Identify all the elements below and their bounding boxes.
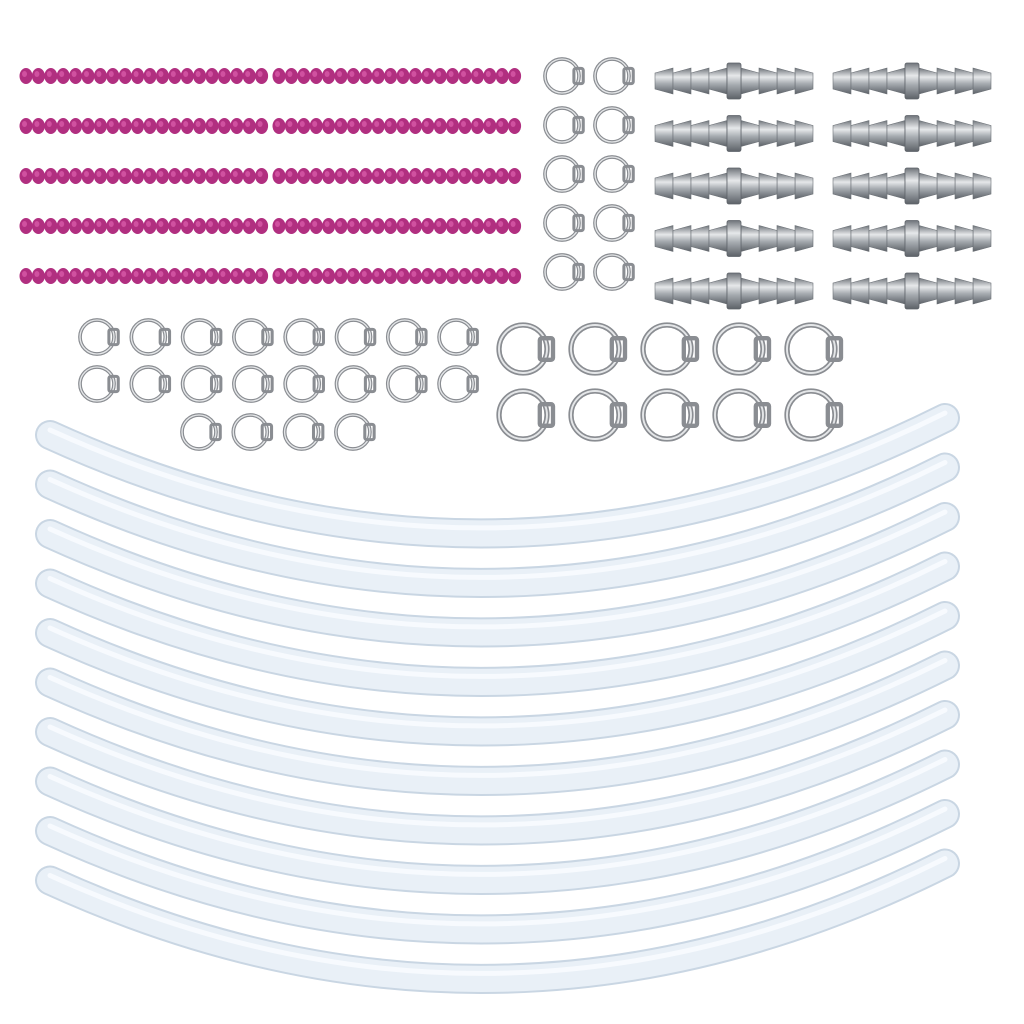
small-clamp (543, 57, 585, 95)
small-clamp (437, 365, 479, 403)
small-clamp (437, 318, 479, 356)
small-clamp (593, 106, 635, 144)
barbed-connector (832, 220, 992, 257)
silicone-tubes (35, 403, 960, 994)
bead-chain (19, 268, 269, 284)
barbed-connector (654, 220, 814, 257)
small-clamp (232, 318, 274, 356)
small-clamp (78, 365, 120, 403)
small-clamp (593, 155, 635, 193)
large-clamp (712, 388, 772, 442)
large-clamp (496, 388, 556, 442)
bead-chain (272, 268, 522, 284)
small-clamp (232, 365, 274, 403)
bead-chain (272, 118, 522, 134)
barbed-connector (832, 167, 992, 205)
small-clamp (180, 365, 223, 403)
hose-clamps (78, 57, 844, 451)
small-clamp (129, 365, 172, 403)
bead-chain (19, 218, 269, 234)
small-clamp (543, 253, 585, 291)
small-clamp (334, 318, 377, 356)
small-clamp (129, 318, 172, 356)
bead-chain (272, 218, 522, 234)
bead-chain (272, 68, 522, 84)
small-clamp (334, 365, 377, 403)
small-clamp (543, 155, 585, 193)
bead-chains (19, 68, 522, 284)
barbed-connector (832, 115, 992, 152)
small-clamp (180, 318, 223, 356)
small-clamp (593, 204, 635, 242)
small-clamp (543, 204, 585, 242)
small-clamp (231, 413, 274, 451)
bead-chain (19, 68, 269, 84)
small-clamp (385, 318, 428, 356)
barbed-connector (654, 62, 814, 100)
small-clamp (334, 413, 376, 451)
large-clamp (640, 388, 700, 442)
large-clamp (784, 388, 844, 442)
barbed-connector (654, 167, 814, 205)
barbed-connector (654, 115, 814, 152)
barbed-connectors (654, 62, 992, 310)
large-clamp (568, 388, 628, 442)
large-clamp (496, 322, 556, 376)
barbed-connector (654, 272, 814, 310)
small-clamp (283, 318, 325, 356)
small-clamp (543, 106, 585, 144)
small-clamp (385, 365, 428, 403)
small-clamp (593, 57, 635, 95)
large-clamp (712, 322, 772, 376)
small-clamp (283, 365, 325, 403)
large-clamp (784, 322, 844, 376)
small-clamp (282, 413, 325, 451)
large-clamp (640, 322, 700, 376)
barbed-connector (832, 272, 992, 310)
barbed-connector (832, 62, 992, 100)
large-clamp (568, 322, 628, 376)
small-clamp (180, 413, 222, 451)
bead-chain (272, 168, 522, 184)
small-clamp (593, 253, 635, 291)
bead-chain (19, 168, 269, 184)
bead-chain (19, 118, 269, 134)
small-clamp (78, 318, 120, 356)
